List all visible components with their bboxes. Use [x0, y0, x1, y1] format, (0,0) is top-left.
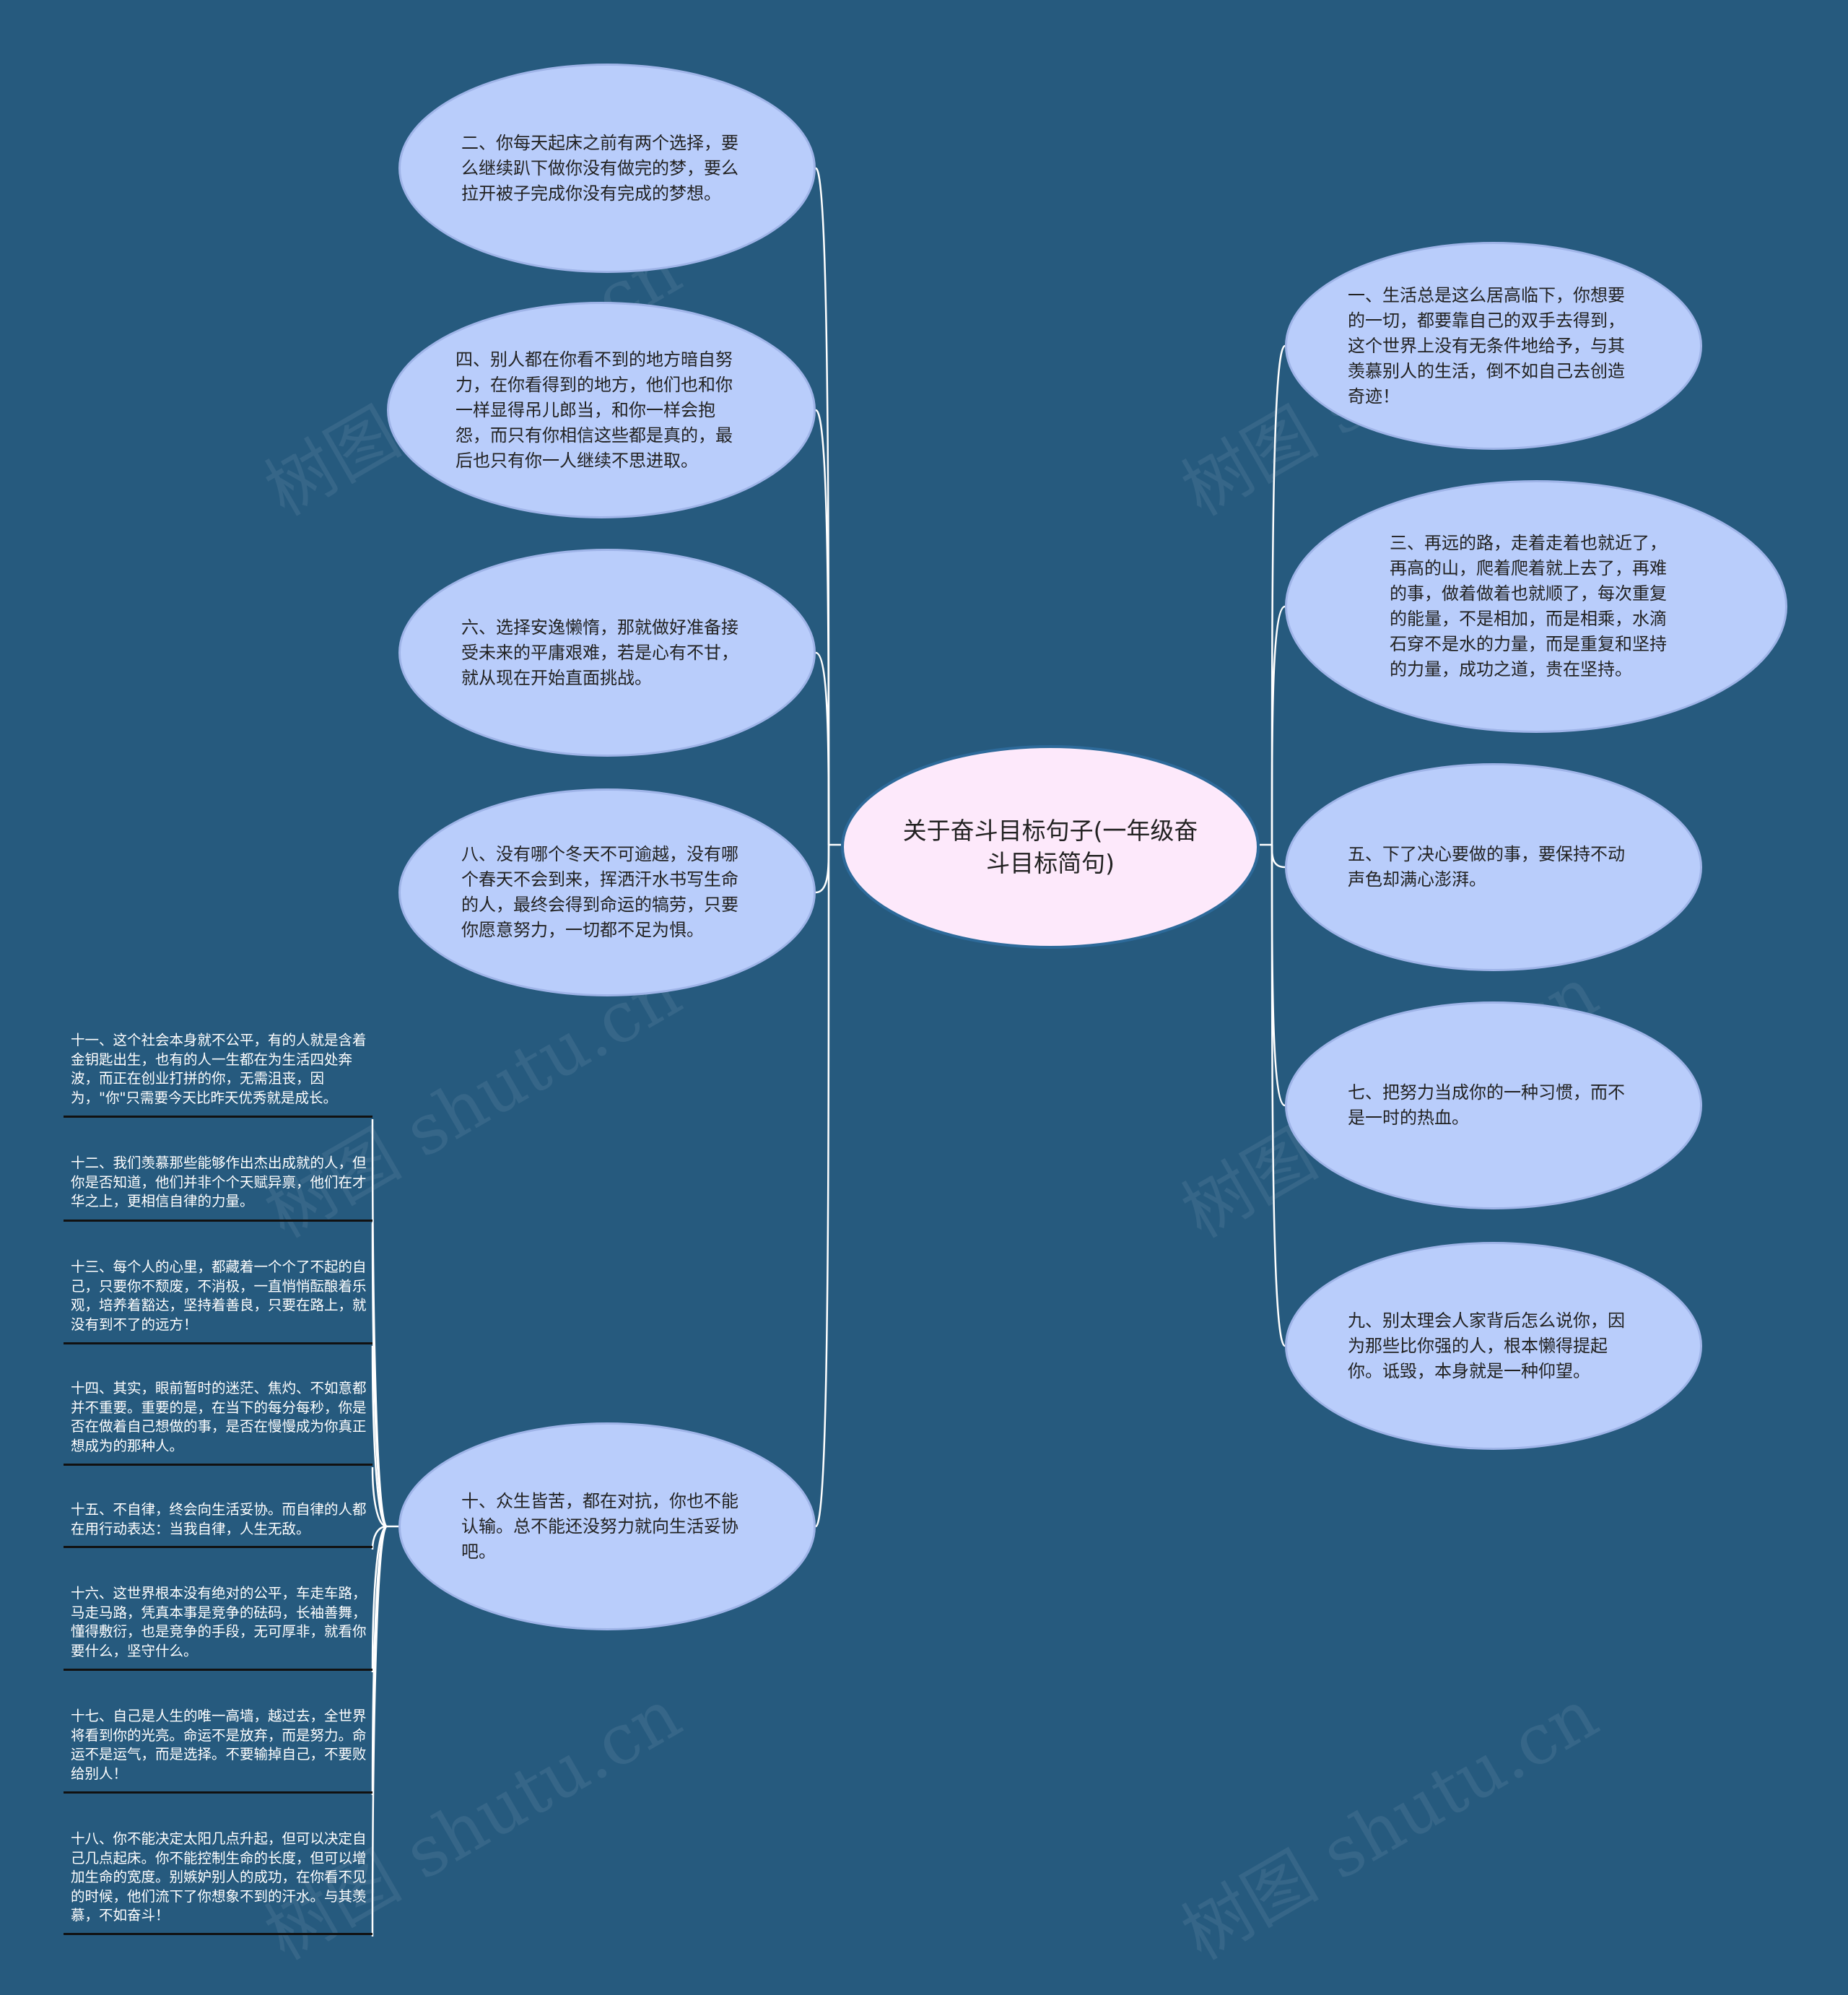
connector-left-2	[815, 651, 830, 846]
connector-right-2	[1270, 844, 1286, 869]
leaf-item-13[interactable]: 十三、每个人的心里，都藏着一个个了不起的自己，只要你不颓废，不消极，一直悄悄酝酿…	[64, 1258, 372, 1344]
connector-leaf-1	[371, 1222, 388, 1528]
leaf-item-17[interactable]: 十七、自己是人生的唯一高墙，越过去，全世界将看到你的光亮。命运不是放弃，而是努力…	[64, 1707, 372, 1794]
connector-leaf-5	[371, 1525, 388, 1673]
right-topic-9[interactable]: 九、别太理会人家背后怎么说你，因为那些比你强的人，根本懒得提起你。诋毁，本身就是…	[1285, 1242, 1702, 1450]
connector-left-1	[815, 409, 830, 846]
topic-text: 三、再远的路，走着走着也就近了，再高的山，爬着爬着就上去了，再难的事，做着做着也…	[1390, 533, 1667, 679]
topic-text: 四、别人都在你看不到的地方暗自努力，在你看得到的地方，他们也和你一样显得吊儿郎当…	[456, 349, 733, 471]
right-topic-1[interactable]: 一、生活总是这么居高临下，你想要的一切，都要靠自己的双手去得到，这个世界上没有无…	[1285, 242, 1702, 450]
connector-left-3	[815, 844, 830, 894]
connector-leaf-2	[371, 1345, 388, 1528]
leaf-text: 十五、不自律，终会向生活妥协。而自律的人都在用行动表达：当我自律，人生无敌。	[71, 1501, 367, 1537]
topic-text: 六、选择安逸懒惰，那就做好准备接受未来的平庸艰难，若是心有不甘，就从现在开始直面…	[461, 617, 738, 688]
topic-text: 九、别太理会人家背后怎么说你，因为那些比你强的人，根本懒得提起你。诋毁，本身就是…	[1348, 1310, 1625, 1381]
leaf-text: 十六、这世界根本没有绝对的公平，车走车路，马走马路，凭真本事是竞争的砝码，长袖善…	[71, 1585, 367, 1659]
connector-leaf-3	[371, 1466, 388, 1528]
leaf-text: 十七、自己是人生的唯一高墙，越过去，全世界将看到你的光亮。命运不是放弃，而是努力…	[71, 1708, 367, 1782]
leaf-item-12[interactable]: 十二、我们羡慕那些能够作出杰出成就的人，但你是否知道，他们并非个个天赋异禀，他们…	[64, 1154, 372, 1222]
connector-right-4	[1270, 844, 1286, 1347]
leaf-text: 十八、你不能决定太阳几点升起，但可以决定自己几点起床。你不能控制生命的长度，但可…	[71, 1830, 367, 1924]
root-topic[interactable]: 关于奋斗目标句子(一年级奋斗目标简句)	[841, 745, 1260, 949]
left-topic-4[interactable]: 四、别人都在你看不到的地方暗自努力，在你看得到的地方，他们也和你一样显得吊儿郎当…	[387, 302, 816, 518]
topic-text: 十、众生皆苦，都在对抗，你也不能认输。总不能还没努力就向生活妥协吧。	[461, 1490, 738, 1562]
right-topic-7[interactable]: 七、把努力当成你的一种习惯，而不是一时的热血。	[1285, 1001, 1702, 1209]
leaf-text: 十二、我们羡慕那些能够作出杰出成就的人，但你是否知道，他们并非个个天赋异禀，他们…	[71, 1155, 367, 1209]
leaf-item-11[interactable]: 十一、这个社会本身就不公平，有的人就是含着金钥匙出生，也有的人一生都在为生活四处…	[64, 1031, 372, 1118]
leaf-text: 十三、每个人的心里，都藏着一个个了不起的自己，只要你不颓废，不消极，一直悄悄酝酿…	[71, 1259, 367, 1333]
leaf-text: 十一、这个社会本身就不公平，有的人就是含着金钥匙出生，也有的人一生都在为生活四处…	[71, 1032, 367, 1106]
connector-left-4	[814, 844, 830, 1528]
left-topic-6[interactable]: 六、选择安逸懒惰，那就做好准备接受未来的平庸艰难，若是心有不甘，就从现在开始直面…	[398, 549, 816, 757]
leaf-item-15[interactable]: 十五、不自律，终会向生活妥协。而自律的人都在用行动表达：当我自律，人生无敌。	[64, 1500, 372, 1548]
right-topic-3[interactable]: 三、再远的路，走着走着也就近了，再高的山，爬着爬着就上去了，再难的事，做着做着也…	[1285, 480, 1787, 733]
topic-text: 七、把努力当成你的一种习惯，而不是一时的热血。	[1348, 1082, 1625, 1128]
left-topic-10[interactable]: 十、众生皆苦，都在对抗，你也不能认输。总不能还没努力就向生活妥协吧。	[398, 1422, 816, 1630]
root-topic-label: 关于奋斗目标句子(一年级奋斗目标简句)	[902, 817, 1198, 877]
connector-leaf-6	[371, 1525, 388, 1796]
topic-text: 一、生活总是这么居高临下，你想要的一切，都要靠自己的双手去得到，这个世界上没有无…	[1348, 284, 1625, 407]
connector-leaf-7	[371, 1525, 388, 1937]
connector-right-3	[1270, 844, 1286, 1107]
connector-leaf-0	[371, 1118, 388, 1528]
leaf-item-16[interactable]: 十六、这世界根本没有绝对的公平，车走车路，马走马路，凭真本事是竞争的砝码，长袖善…	[64, 1584, 372, 1671]
leaf-item-14[interactable]: 十四、其实，眼前暂时的迷茫、焦灼、不如意都并不重要。重要的是，在当下的每分每秒，…	[64, 1379, 372, 1466]
topic-text: 八、没有哪个冬天不可逾越，没有哪个春天不会到来，挥洒汗水书写生命的人，最终会得到…	[461, 844, 738, 940]
connector-right-1	[1270, 605, 1286, 846]
left-topic-2[interactable]: 二、你每天起床之前有两个选择，要么继续趴下做你没有做完的梦，要么拉开被子完成你没…	[398, 64, 816, 273]
topic-text: 二、你每天起床之前有两个选择，要么继续趴下做你没有做完的梦，要么拉开被子完成你没…	[461, 132, 738, 204]
leaf-item-18[interactable]: 十八、你不能决定太阳几点升起，但可以决定自己几点起床。你不能控制生命的长度，但可…	[64, 1830, 372, 1935]
left-topic-8[interactable]: 八、没有哪个冬天不可逾越，没有哪个春天不会到来，挥洒汗水书写生命的人，最终会得到…	[398, 788, 816, 996]
right-topic-5[interactable]: 五、下了决心要做的事，要保持不动声色却满心澎湃。	[1285, 763, 1702, 971]
leaf-text: 十四、其实，眼前暂时的迷茫、焦灼、不如意都并不重要。重要的是，在当下的每分每秒，…	[71, 1380, 367, 1454]
topic-text: 五、下了决心要做的事，要保持不动声色却满心澎湃。	[1348, 844, 1625, 890]
connector-right-0	[1270, 344, 1286, 846]
